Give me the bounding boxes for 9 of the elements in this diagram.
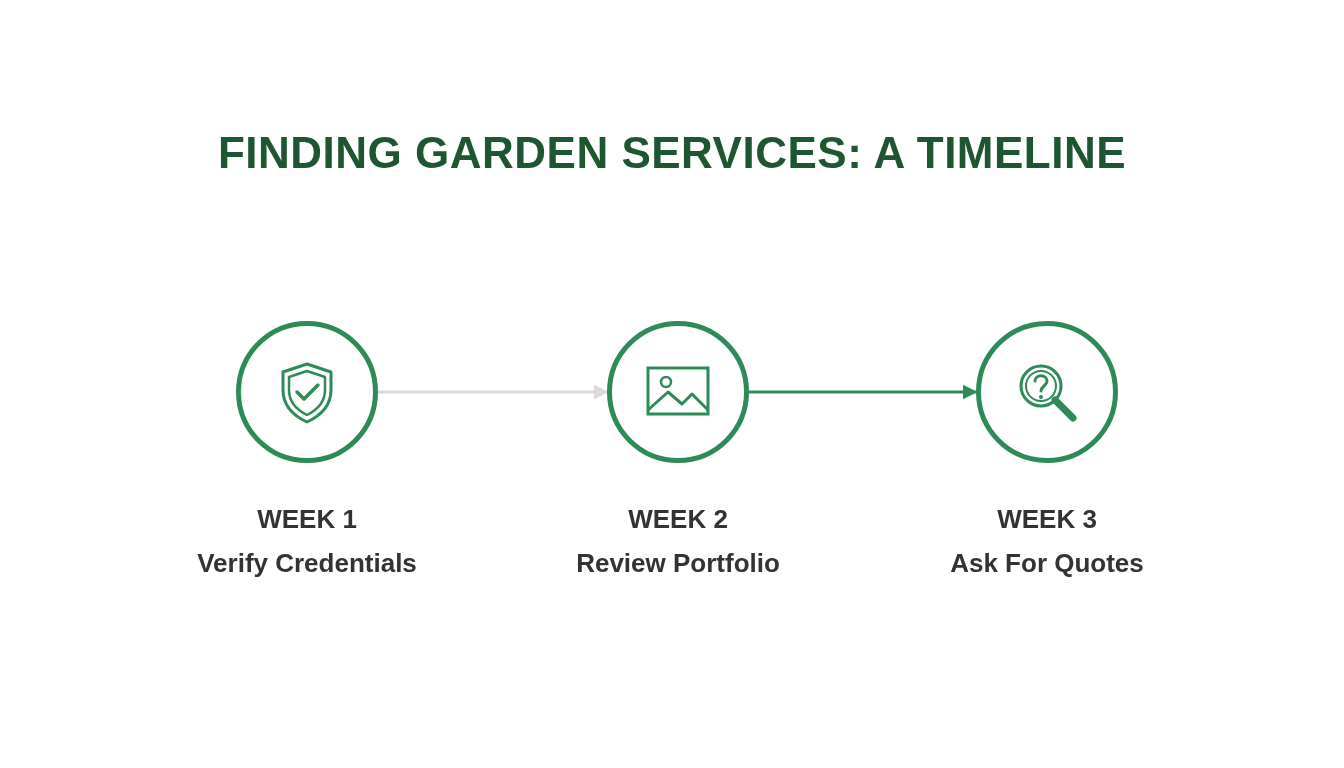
- diagram-title: FINDING GARDEN SERVICES: A TIMELINE: [217, 128, 1127, 177]
- step-caption: Review Portfolio: [576, 548, 780, 578]
- arrow: [749, 384, 978, 400]
- week-label: WEEK 1: [257, 504, 357, 534]
- step-caption: Ask For Quotes: [950, 548, 1144, 578]
- week-label: WEEK 3: [997, 504, 1097, 534]
- week-label: WEEK 2: [628, 504, 728, 534]
- arrow: [378, 384, 609, 400]
- step-caption: Verify Credentials: [197, 548, 417, 578]
